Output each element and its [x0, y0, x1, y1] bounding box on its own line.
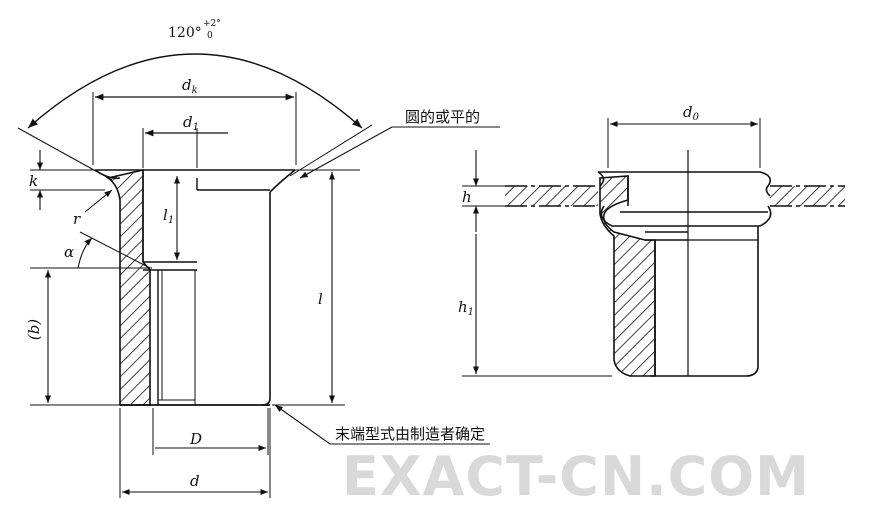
- angle-tol-upper: +2°: [203, 19, 221, 29]
- b-label: (b): [25, 318, 44, 341]
- head-right-flank: [269, 169, 296, 193]
- D-label: D: [190, 430, 203, 448]
- l-label: l: [318, 290, 323, 308]
- left-wall-hatch-upper: [106, 168, 151, 406]
- d-label: d: [190, 472, 200, 490]
- angle-tol-lower: 0: [207, 31, 213, 41]
- angle-arc: [27, 53, 363, 129]
- end-type-leader: [274, 404, 490, 445]
- right-wall-hatch: [599, 175, 656, 377]
- shank-right: [261, 192, 271, 406]
- dk-label: dk: [182, 76, 198, 96]
- h-label: h: [462, 188, 472, 206]
- r-label: r: [73, 210, 81, 228]
- watermark: EXACT-CN.COM: [342, 445, 810, 508]
- round-or-flat-note: 圆的或平的: [405, 108, 481, 126]
- angle-label: 120°: [168, 25, 202, 41]
- h1-label: h1: [458, 298, 475, 318]
- alpha-label: α: [64, 243, 75, 261]
- left-view: [30, 169, 360, 406]
- d0-label: d0: [683, 103, 699, 123]
- right-view: [505, 150, 845, 377]
- d1-label: d1: [183, 113, 199, 133]
- round-or-flat-leader: [299, 126, 500, 179]
- l1-label: l1: [163, 206, 175, 226]
- k-label: k: [29, 172, 39, 190]
- end-type-note: 末端型式由制造者确定: [335, 425, 486, 443]
